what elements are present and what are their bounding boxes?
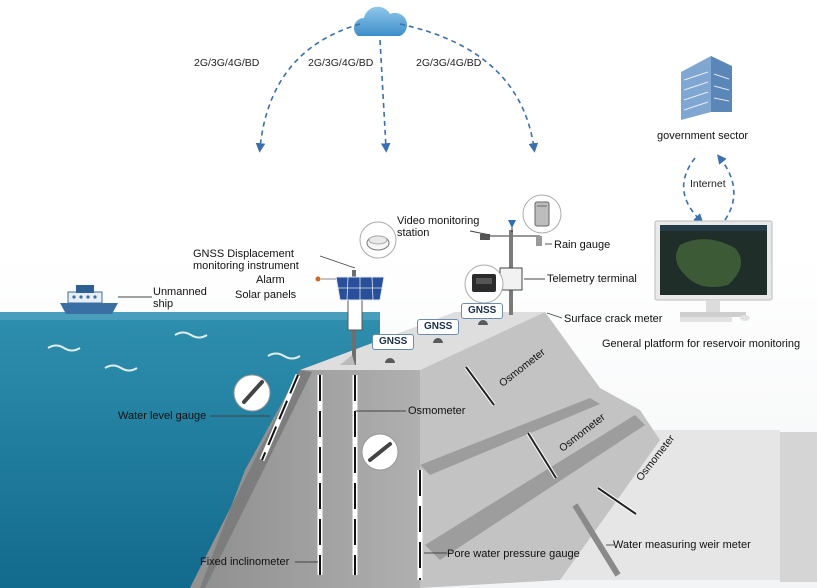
front-inclinometer-tubes [317,375,423,580]
building-icon [681,56,732,120]
link-label-left: 2G/3G/4G/BD [194,57,260,69]
internet-label: Internet [690,178,726,190]
solar-panel-icon [335,276,385,301]
solar-panels-label: Solar panels [235,289,297,301]
alarm-label: Alarm [256,274,285,286]
fixed-inclinometer-label: Fixed inclinometer [200,556,290,568]
osmometer-front-label: Osmometer [408,405,466,417]
dam-crest [300,312,545,370]
gnss-domes [385,320,488,363]
pore-water-pressure-label: Pore water pressure gauge [447,548,580,560]
weir-wall [780,432,817,582]
water-waves [47,331,301,372]
antenna-icon [508,220,516,228]
water-level-gauge-label: Water level gauge [118,410,207,422]
camera-icon [480,234,490,240]
sensor-callout-middle [361,433,399,471]
video-monitoring-label: Video monitoring station [397,215,480,239]
general-platform-label: General platform for reservoir monitorin… [602,338,801,350]
water-surface [0,312,380,320]
telemetry-station [464,194,562,315]
leader-lines [118,230,614,563]
ship-icon [60,285,118,314]
water-level-gauge-tube [259,374,301,461]
network-arcs [255,23,735,224]
solar-station [315,221,397,365]
gnss-tag-3: GNSS [461,303,504,319]
sensor-callout-left [233,374,271,412]
gnss-displacement-label: GNSS Displacement monitoring instrument [193,248,299,272]
gnss-tag-1: GNSS [372,334,415,350]
dam-upstream-slope [190,370,300,588]
cloud-icon [353,6,408,36]
alarm-icon [315,276,321,282]
dam-front-face [190,370,420,588]
telemetry-terminal-label: Telemetry terminal [547,273,637,285]
weir-meter-label: Water measuring weir meter [613,539,751,551]
rain-gauge-icon [522,194,562,234]
link-label-right: 2G/3G/4G/BD [416,57,482,69]
gnss-tag-2: GNSS [417,319,460,335]
gnss-antenna-callout [359,221,397,259]
berm-2 [425,415,645,560]
link-label-middle: 2G/3G/4G/BD [308,57,374,69]
telemetry-terminal-icon [464,264,504,304]
rain-gauge-label: Rain gauge [554,239,611,251]
slope-osmometer-tubes [464,365,638,577]
downstream-ground [560,430,780,580]
surface-crack-meter-label: Surface crack meter [564,313,663,325]
monitor-icon [654,220,773,322]
unmanned-ship-label: Unmanned ship [153,286,207,310]
government-sector-label: government sector [657,130,749,142]
berm-1 [420,398,600,475]
